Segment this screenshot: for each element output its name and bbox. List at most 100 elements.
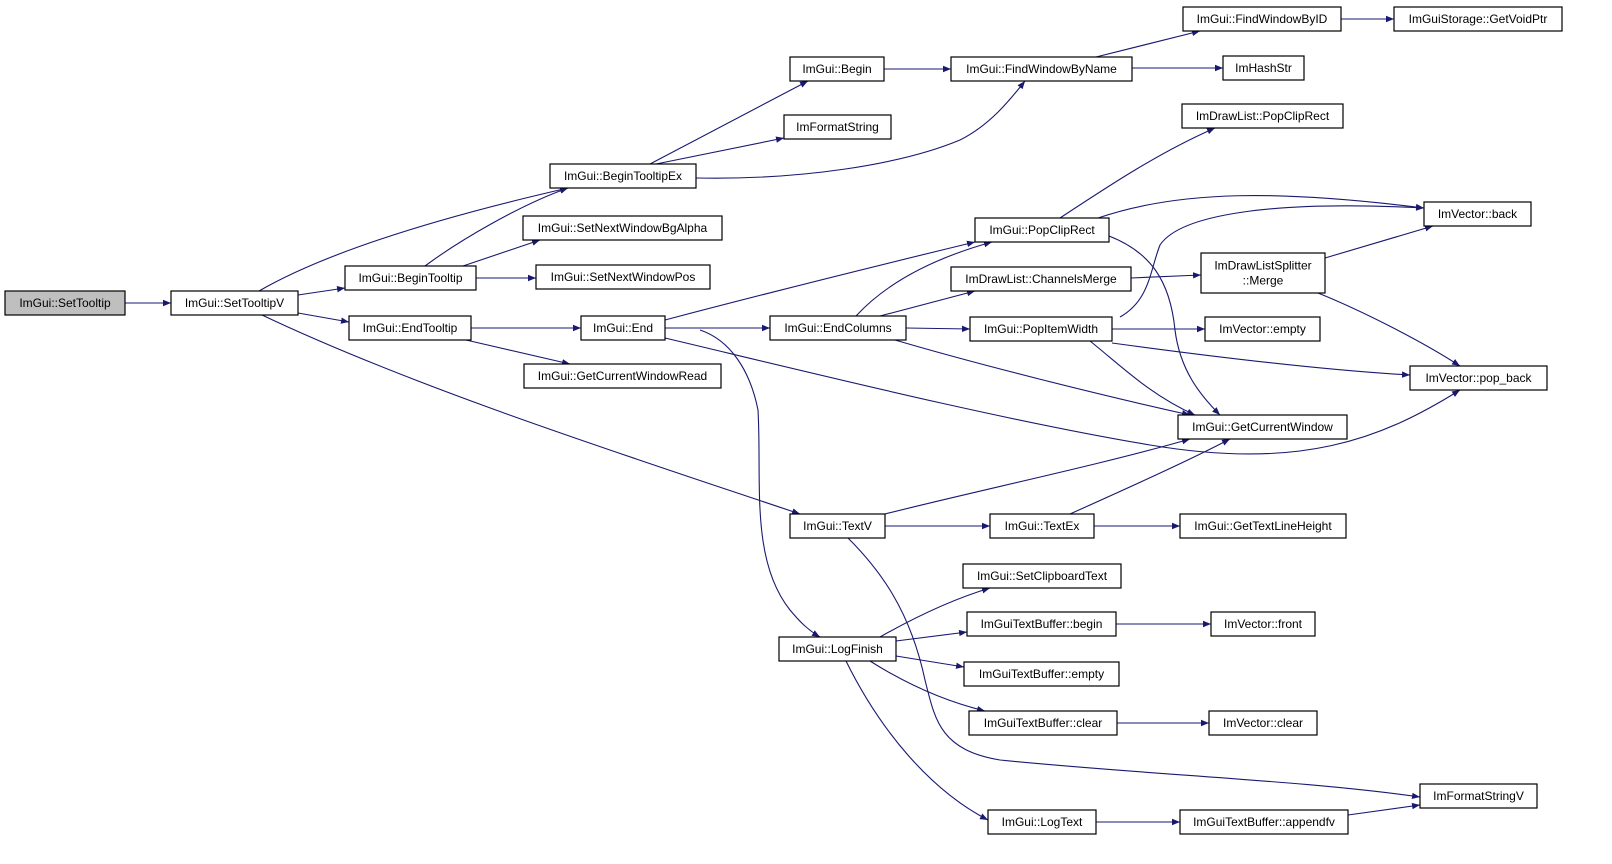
- node-textbufferbegin[interactable]: ImGuiTextBuffer::begin: [966, 611, 1117, 637]
- node-endcolumns[interactable]: ImGui::EndColumns: [769, 315, 907, 341]
- node-setnextwindowpos-label: ImGui::SetNextWindowPos: [551, 270, 696, 284]
- node-begintooltip[interactable]: ImGui::BeginTooltip: [344, 265, 477, 291]
- node-vectorempty[interactable]: ImVector::empty: [1204, 316, 1321, 342]
- edge-endcolumns-to-guipopcliprect: [855, 241, 993, 317]
- node-gettextlineheight[interactable]: ImGui::GetTextLineHeight: [1179, 513, 1347, 539]
- node-vectorclear-box: [1208, 710, 1318, 736]
- node-appendfv-label: ImGuiTextBuffer::appendfv: [1193, 815, 1335, 829]
- node-vectorempty-box: [1204, 316, 1321, 342]
- node-setnextwindowpos[interactable]: ImGui::SetNextWindowPos: [535, 264, 711, 290]
- node-setclipboardtext-label: ImGui::SetClipboardText: [977, 569, 1108, 583]
- node-imhashstr-label: ImHashStr: [1235, 61, 1292, 75]
- edge-guipopcliprect-to-drawlistpopcliprect: [1059, 127, 1216, 219]
- node-guipopcliprect-box: [974, 217, 1110, 243]
- node-vectorclear-label: ImVector::clear: [1223, 716, 1303, 730]
- edge-logfinish-to-logtext: [845, 660, 989, 821]
- node-textbufferempty-label: ImGuiTextBuffer::empty: [979, 667, 1104, 681]
- node-endtooltip-label: ImGui::EndTooltip: [363, 321, 458, 335]
- node-vectorback[interactable]: ImVector::back: [1423, 201, 1532, 227]
- node-textv[interactable]: ImGui::TextV: [789, 513, 886, 539]
- node-popitemwidth[interactable]: ImGui::PopItemWidth: [969, 316, 1113, 342]
- node-textbufferclear[interactable]: ImGuiTextBuffer::clear: [968, 710, 1118, 736]
- node-findwindowbyname-label: ImGui::FindWindowByName: [966, 62, 1117, 76]
- node-endtooltip[interactable]: ImGui::EndTooltip: [348, 315, 472, 341]
- node-appendfv[interactable]: ImGuiTextBuffer::appendfv: [1179, 809, 1349, 835]
- node-textbufferempty-box: [963, 661, 1120, 687]
- node-getvoidptr-label: ImGuiStorage::GetVoidPtr: [1409, 12, 1548, 26]
- edge-endtooltip-to-getcurrentwindowread: [465, 339, 571, 366]
- node-textbufferclear-box: [968, 710, 1118, 736]
- node-begintooltip-box: [344, 265, 477, 291]
- node-settooltip[interactable]: ImGui::SetTooltip: [4, 290, 126, 316]
- node-vectorpopback[interactable]: ImVector::pop_back: [1409, 365, 1548, 391]
- node-splittermerge-label: ::Merge: [1243, 274, 1284, 288]
- node-endtooltip-box: [348, 315, 472, 341]
- node-imformatstringv[interactable]: ImFormatStringV: [1419, 783, 1538, 809]
- edge-begintooltipex-to-begin: [649, 80, 809, 165]
- edge-guipopcliprect-to-vectorback: [1097, 195, 1425, 219]
- node-textbufferbegin-label: ImGuiTextBuffer::begin: [981, 617, 1103, 631]
- node-vectorempty-label: ImVector::empty: [1219, 322, 1306, 336]
- node-vectorfront[interactable]: ImVector::front: [1210, 611, 1316, 637]
- node-setnextwindowbgalpha[interactable]: ImGui::SetNextWindowBgAlpha: [522, 215, 723, 241]
- node-channelsmerge[interactable]: ImDrawList::ChannelsMerge: [950, 266, 1132, 292]
- node-logfinish[interactable]: ImGui::LogFinish: [778, 636, 897, 662]
- node-guipopcliprect-label: ImGui::PopClipRect: [989, 223, 1095, 237]
- edge-endcolumns-to-channelsmerge: [879, 289, 976, 317]
- node-findwindowbyid[interactable]: ImGui::FindWindowByID: [1182, 6, 1342, 32]
- node-setclipboardtext-box: [962, 563, 1122, 589]
- node-textex[interactable]: ImGui::TextEx: [989, 513, 1095, 539]
- node-logtext[interactable]: ImGui::LogText: [987, 809, 1097, 835]
- edge-begintooltip-to-begintooltipex: [424, 187, 569, 267]
- node-drawlistpopcliprect-box: [1181, 103, 1344, 129]
- node-begin-box: [789, 56, 885, 82]
- node-settooltipv-box: [170, 290, 299, 316]
- node-setnextwindowbgalpha-box: [522, 215, 723, 241]
- node-end[interactable]: ImGui::End: [580, 315, 666, 341]
- edge-endcolumns-to-getcurrentwindow: [894, 339, 1191, 417]
- node-popitemwidth-label: ImGui::PopItemWidth: [984, 322, 1098, 336]
- node-drawlistpopcliprect-label: ImDrawList::PopClipRect: [1196, 109, 1330, 123]
- edge-end-to-guipopcliprect: [664, 240, 976, 321]
- edge-splittermerge-to-vectorpopback: [1317, 292, 1461, 367]
- edge-settooltipv-to-endtooltip: [297, 312, 350, 324]
- edge-logfinish-to-textbufferclear: [869, 660, 986, 713]
- node-begin[interactable]: ImGui::Begin: [789, 56, 885, 82]
- node-textbufferbegin-box: [966, 611, 1117, 637]
- edge-settooltipv-to-textv: [261, 314, 801, 515]
- edge-settooltipv-to-begintooltip: [297, 286, 346, 296]
- node-setclipboardtext[interactable]: ImGui::SetClipboardText: [962, 563, 1122, 589]
- node-splittermerge[interactable]: ImDrawListSplitter::Merge: [1200, 252, 1326, 294]
- edge-popitemwidth-to-vectorpopback: [1111, 342, 1411, 378]
- node-getvoidptr[interactable]: ImGuiStorage::GetVoidPtr: [1393, 6, 1563, 32]
- node-getcurrentwindow[interactable]: ImGui::GetCurrentWindow: [1177, 414, 1348, 440]
- node-getcurrentwindow-box: [1177, 414, 1348, 440]
- node-imformatstring[interactable]: ImFormatString: [783, 114, 892, 140]
- node-getcurrentwindowread[interactable]: ImGui::GetCurrentWindowRead: [523, 363, 722, 389]
- node-begintooltipex[interactable]: ImGui::BeginTooltipEx: [549, 163, 697, 189]
- edge-end-to-logfinish: [699, 329, 821, 638]
- node-settooltipv[interactable]: ImGui::SetTooltipV: [170, 290, 299, 316]
- node-textbufferempty[interactable]: ImGuiTextBuffer::empty: [963, 661, 1120, 687]
- node-findwindowbyname[interactable]: ImGui::FindWindowByName: [950, 56, 1133, 82]
- node-settooltip-box: [4, 290, 126, 316]
- node-textex-label: ImGui::TextEx: [1005, 519, 1080, 533]
- node-popitemwidth-box: [969, 316, 1113, 342]
- node-begintooltip-label: ImGui::BeginTooltip: [358, 271, 462, 285]
- edge-end-to-vectorpopback: [664, 337, 1461, 455]
- node-getcurrentwindowread-box: [523, 363, 722, 389]
- node-begin-label: ImGui::Begin: [802, 62, 871, 76]
- node-endcolumns-box: [769, 315, 907, 341]
- node-channelsmerge-label: ImDrawList::ChannelsMerge: [965, 272, 1117, 286]
- edge-channelsmerge-to-splittermerge: [1130, 272, 1202, 279]
- node-appendfv-box: [1179, 809, 1349, 835]
- node-guipopcliprect[interactable]: ImGui::PopClipRect: [974, 217, 1110, 243]
- node-vectorpopback-label: ImVector::pop_back: [1425, 371, 1532, 385]
- node-imhashstr[interactable]: ImHashStr: [1222, 55, 1305, 81]
- node-drawlistpopcliprect[interactable]: ImDrawList::PopClipRect: [1181, 103, 1344, 129]
- node-vectorclear[interactable]: ImVector::clear: [1208, 710, 1318, 736]
- node-vectorpopback-box: [1409, 365, 1548, 391]
- node-logfinish-label: ImGui::LogFinish: [792, 642, 883, 656]
- node-textv-label: ImGui::TextV: [803, 519, 872, 533]
